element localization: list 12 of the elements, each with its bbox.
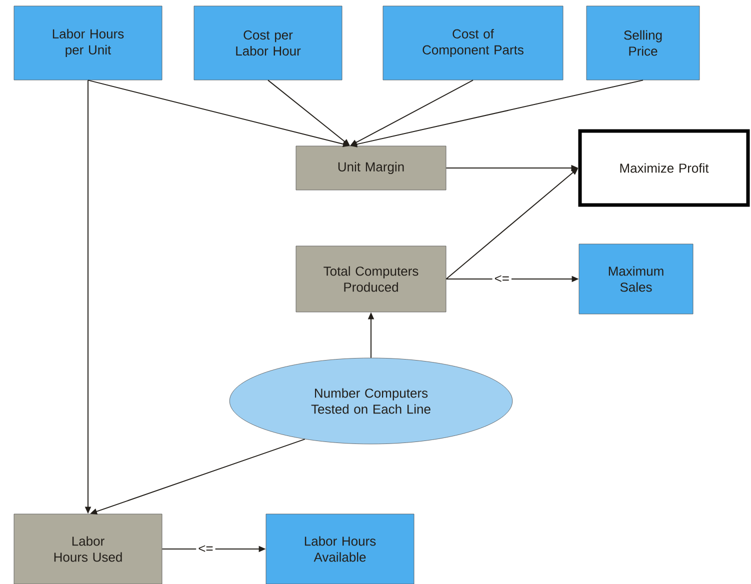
input-box: Labor Hours per Unit: [14, 6, 162, 80]
objective-box: Maximize Profit: [578, 129, 750, 207]
constraint-box: Labor Hours Available: [266, 514, 414, 584]
input-box: Selling Price: [586, 6, 700, 80]
calculation-box: Total Computers Produced: [296, 246, 446, 312]
calculation-box: Labor Hours Used: [14, 514, 162, 584]
edge-label: <=: [196, 543, 216, 555]
input-box: Cost of Component Parts: [382, 6, 564, 80]
constraint-box: Maximum Sales: [578, 244, 694, 314]
calculation-box: Unit Margin: [296, 146, 446, 190]
input-box: Cost per Labor Hour: [194, 6, 342, 80]
edge-label: <=: [492, 273, 512, 285]
